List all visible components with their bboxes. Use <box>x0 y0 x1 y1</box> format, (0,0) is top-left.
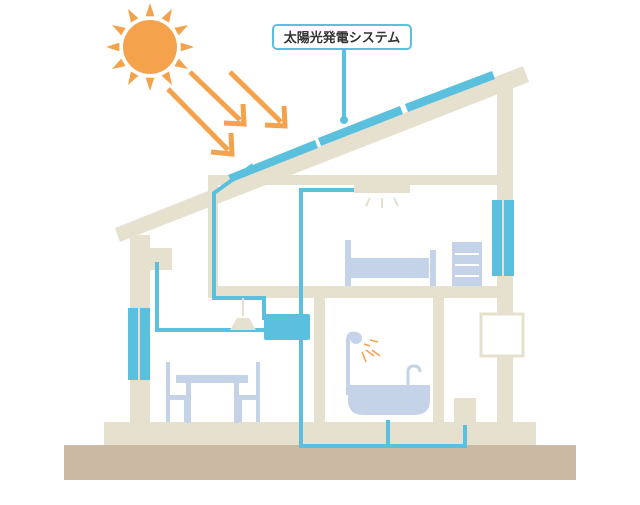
sun-ray <box>128 8 139 23</box>
dresser-icon <box>452 242 482 286</box>
pendant-light-icon <box>230 298 256 330</box>
sun-ray <box>128 71 139 86</box>
roof <box>115 66 529 242</box>
callout-box: 太陽光発電システム <box>272 24 412 50</box>
callout-label: 太陽光発電システム <box>283 30 401 46</box>
sun-ray <box>180 42 194 52</box>
water-heater-icon <box>454 398 476 424</box>
sun-ray <box>145 77 155 91</box>
callout-anchor-dot <box>340 116 348 124</box>
window-icon <box>128 200 514 380</box>
attic-floor <box>208 175 498 185</box>
interior-wall-center <box>314 298 325 422</box>
dining-table-icon <box>176 375 248 423</box>
sun-ray <box>174 25 189 36</box>
bed-icon <box>345 240 436 286</box>
eave-box <box>150 248 172 270</box>
solar-panel-icon <box>228 71 495 182</box>
ceiling-light-icon <box>354 185 410 208</box>
foundation <box>104 422 536 445</box>
sun-ray <box>161 71 172 86</box>
sun-ray <box>111 58 126 69</box>
power-conditioner-icon <box>264 314 310 340</box>
sun-ray-arrow-icon <box>166 70 288 157</box>
ground <box>64 445 576 480</box>
sun-ray <box>106 42 120 52</box>
wall-panel <box>479 312 525 358</box>
sun-ray <box>145 3 155 17</box>
sun-ray <box>174 58 189 69</box>
sun-ray <box>111 25 126 36</box>
interior-wall-right <box>433 298 444 422</box>
shower-icon <box>346 331 381 395</box>
sun-icon <box>106 3 194 91</box>
bathtub-icon <box>348 364 430 415</box>
chair-icon <box>166 362 260 422</box>
upper-floor <box>208 286 498 298</box>
sun-ray <box>161 8 172 23</box>
